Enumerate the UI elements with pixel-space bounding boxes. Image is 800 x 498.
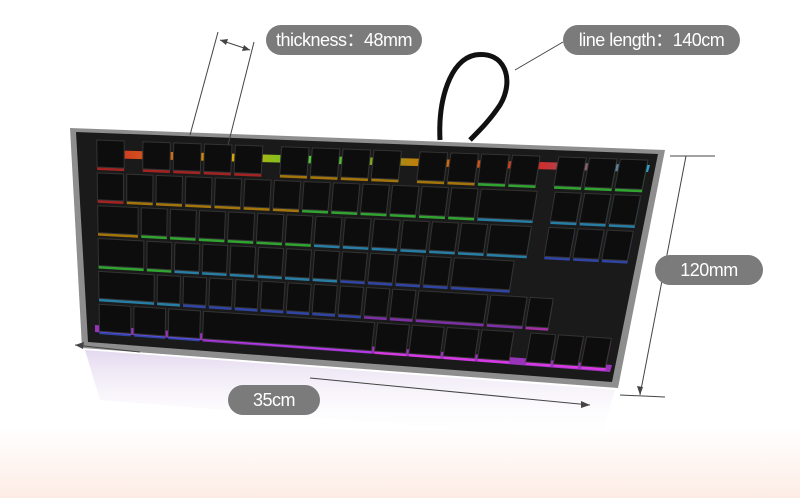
key — [442, 326, 480, 359]
line-length-label: line length：140cm — [563, 25, 740, 55]
key — [418, 186, 450, 217]
key — [370, 149, 402, 180]
key — [549, 191, 583, 223]
key — [578, 192, 612, 225]
key — [98, 303, 132, 334]
key — [399, 219, 430, 251]
key — [272, 179, 302, 210]
key — [449, 257, 515, 291]
key — [155, 174, 184, 205]
key — [359, 183, 390, 214]
key — [389, 184, 420, 216]
key — [414, 290, 489, 325]
key — [126, 173, 154, 203]
key — [309, 147, 341, 178]
key — [255, 212, 285, 243]
key — [408, 324, 445, 357]
key — [330, 182, 361, 213]
key — [172, 142, 202, 172]
key — [367, 252, 396, 284]
key — [370, 218, 401, 249]
key — [173, 242, 201, 272]
key — [227, 211, 256, 242]
key — [256, 246, 285, 277]
dimension-lines — [74, 31, 715, 406]
key — [422, 255, 452, 287]
key — [340, 148, 372, 179]
key — [374, 322, 410, 354]
key — [447, 187, 479, 218]
key — [301, 181, 331, 212]
key — [208, 277, 234, 308]
key — [184, 176, 213, 206]
key — [389, 288, 417, 320]
key — [583, 157, 618, 189]
key — [552, 334, 585, 367]
key — [485, 224, 532, 256]
thickness-label: thickness：48mm — [266, 25, 422, 55]
height-label: 120mm — [655, 255, 763, 285]
key — [146, 240, 173, 271]
key — [608, 194, 642, 226]
key — [234, 279, 260, 310]
key — [285, 282, 312, 313]
key — [416, 151, 449, 182]
key — [182, 275, 208, 306]
width-label: 35cm — [228, 385, 320, 415]
key — [394, 254, 424, 285]
key — [446, 152, 480, 183]
key — [485, 294, 528, 327]
key — [96, 139, 125, 169]
key — [259, 280, 286, 311]
key — [311, 249, 341, 281]
key — [614, 158, 649, 190]
key — [133, 306, 167, 337]
key — [96, 172, 125, 202]
key — [342, 217, 372, 248]
key — [98, 270, 155, 303]
key — [279, 146, 310, 177]
key — [476, 188, 538, 221]
key — [156, 274, 181, 305]
key — [428, 221, 460, 253]
key — [284, 214, 314, 245]
key — [339, 251, 368, 282]
key — [477, 153, 510, 185]
key — [284, 248, 313, 279]
key — [198, 210, 227, 240]
key — [543, 226, 576, 259]
key — [243, 178, 272, 209]
key — [142, 141, 171, 171]
key — [233, 144, 264, 175]
key — [457, 222, 489, 254]
cable — [437, 52, 510, 142]
key — [140, 207, 168, 237]
key — [213, 177, 243, 208]
key — [507, 154, 541, 186]
key — [201, 243, 229, 274]
key — [202, 310, 376, 352]
key — [229, 245, 257, 276]
key — [169, 208, 197, 239]
key — [525, 332, 557, 365]
key — [572, 228, 605, 260]
key — [97, 205, 139, 236]
key — [363, 287, 391, 318]
keyboard-reflection — [85, 350, 615, 440]
key — [601, 229, 634, 262]
key — [167, 308, 201, 339]
key — [97, 238, 145, 269]
key — [311, 283, 338, 315]
keys — [96, 139, 649, 371]
key — [313, 215, 343, 246]
key — [203, 143, 233, 173]
key — [553, 156, 587, 188]
key — [524, 296, 554, 329]
key — [477, 329, 515, 362]
key — [580, 336, 612, 369]
key — [337, 285, 365, 316]
arrowheads — [75, 39, 643, 408]
